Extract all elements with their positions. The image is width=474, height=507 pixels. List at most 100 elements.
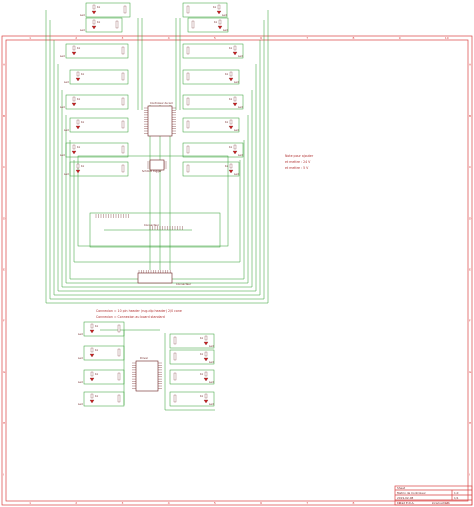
frame-row-tick: I [3, 472, 4, 476]
resistor-symbol [115, 20, 119, 29]
led-cell-wire [182, 2, 228, 18]
led-symbol [71, 51, 77, 56]
led-label: Led [234, 128, 239, 132]
frame-row-tick: B [3, 114, 5, 118]
frame-col-tick: 8 [353, 501, 355, 505]
frame-row-tick: C [3, 165, 5, 169]
led-label: Led [80, 13, 85, 17]
note-line-3: et mettre : 5 V [285, 166, 309, 170]
resistor-symbol [90, 323, 94, 329]
led-label: Led [238, 54, 243, 58]
led-label: Led [209, 360, 214, 364]
led-cell-wire [65, 94, 129, 110]
led-label: Led [60, 54, 65, 58]
led-symbol [91, 25, 97, 30]
frame-col-tick: 10 [445, 501, 449, 505]
resistor-symbol [217, 4, 221, 10]
led-symbol [89, 399, 95, 404]
tb-file: kicad-schem [432, 501, 450, 505]
resistor-symbol [233, 144, 237, 150]
resistor-symbol [204, 335, 208, 341]
frame-col-tick: 8 [353, 36, 355, 40]
resistor-symbol [92, 4, 96, 10]
led-cell-wire [69, 117, 129, 133]
tb-sheet-no: 1/1 [454, 496, 459, 500]
led-symbol [203, 399, 209, 404]
resistor-symbol [121, 97, 125, 106]
resistor-symbol [229, 163, 233, 169]
resistor-symbol [76, 71, 80, 77]
ic-connector-label: Connecteur [176, 282, 192, 286]
led-symbol [89, 377, 95, 382]
resistor-label: 1k [95, 394, 99, 398]
led-cell-wire [187, 17, 229, 33]
resistor-symbol [173, 336, 177, 345]
ic-led-controller-label: Controleur de led [150, 101, 173, 105]
led-cell-wire [169, 391, 215, 407]
led-symbol [232, 150, 238, 155]
note-bottom-2: Connexion = Connexion au board standard [96, 315, 165, 319]
led-label: Led [78, 332, 83, 336]
resistor-label: 1k [229, 97, 233, 101]
frame-col-tick: 5 [214, 501, 216, 505]
led-label: Led [234, 172, 239, 176]
note-block-bottom: Connexion = 10 pin header (rug-dip heade… [96, 309, 182, 319]
resistor-label: 1k [213, 5, 217, 9]
resistor-label: 1k [200, 394, 204, 398]
ic-schmitt-label: Schmitt trigger [142, 169, 163, 173]
resistor-symbol [186, 145, 190, 154]
led-symbol [89, 353, 95, 358]
ic-led-controller: Controleur de led [144, 101, 176, 137]
resistor-label: 1k [214, 20, 218, 24]
frame-row-tick: C [469, 165, 471, 169]
led-cell-wire [169, 349, 215, 365]
resistor-label: 1k [81, 164, 85, 168]
frame-row-tick: G [469, 370, 472, 374]
resistor-label: 1k [200, 372, 204, 376]
resistor-label: 1k [95, 324, 99, 328]
ic-schmitt-trigger: Schmitt trigger [142, 159, 167, 173]
resistor-symbol [204, 371, 208, 377]
resistor-label: 1k [225, 72, 229, 76]
led-cell-wire [182, 43, 244, 59]
led-cell-wire [83, 391, 125, 407]
resistor-symbol [121, 145, 125, 154]
led-symbol [232, 102, 238, 107]
resistor-label: 1k [95, 348, 99, 352]
resistor-label: 1k [229, 46, 233, 50]
frame-col-tick: 9 [399, 36, 401, 40]
frame-col-tick: 7 [306, 501, 308, 505]
resistor-symbol [72, 96, 76, 102]
led-symbol [89, 329, 95, 334]
frame-col-tick: 3 [122, 36, 124, 40]
led-cell-wire [83, 321, 125, 337]
note-block-right: Note pour ajouter et mettre : 24 V et me… [285, 154, 314, 170]
led-label: Led [209, 380, 214, 384]
note-line-2: et mettre : 24 V [285, 160, 311, 164]
frame-col-tick: 2 [75, 36, 77, 40]
led-symbol [75, 169, 81, 174]
frame-row-tick: F [469, 319, 471, 323]
led-label: Led [64, 80, 69, 84]
tb-title: Matrix de Controleur [397, 491, 427, 495]
resistor-symbol [218, 19, 222, 25]
frame-col-tick: 3 [122, 501, 124, 505]
frame-col-tick: 2 [75, 501, 77, 505]
led-symbol [203, 377, 209, 382]
led-symbol [216, 10, 222, 15]
frame-row-tick: B [469, 114, 471, 118]
frame-row-tick: G [3, 370, 6, 374]
led-symbol [71, 150, 77, 155]
ic-driver-lower: Driver [132, 356, 162, 392]
led-label: Led [80, 28, 85, 32]
resistor-symbol [204, 351, 208, 357]
resistor-symbol [76, 119, 80, 125]
